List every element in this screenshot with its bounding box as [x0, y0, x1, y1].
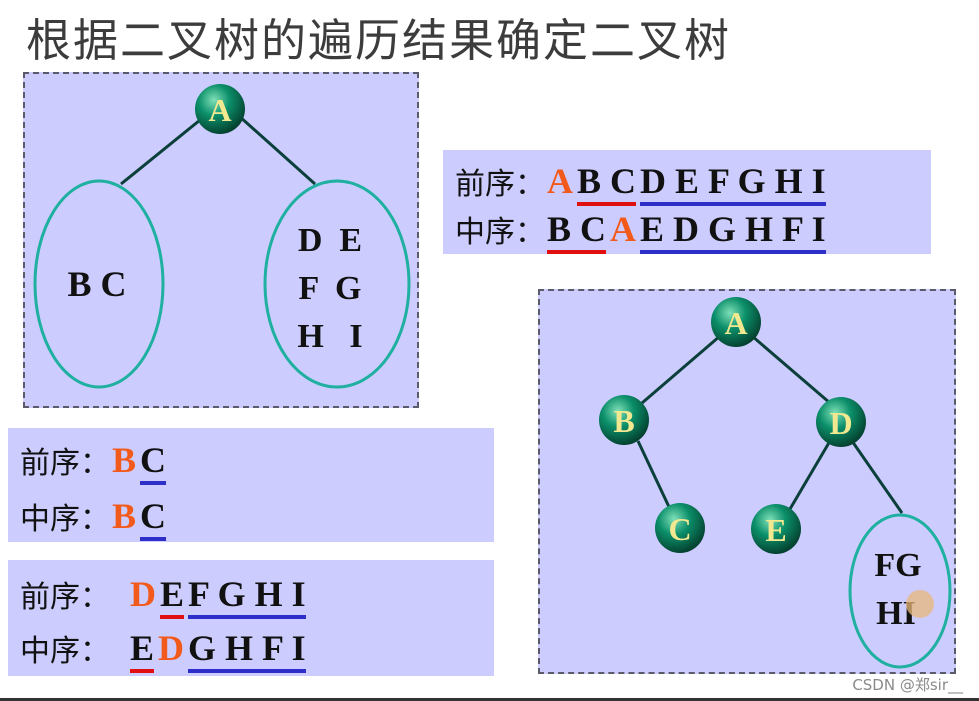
edge-d-e [788, 440, 832, 510]
d-inorder-right: G H F I [188, 628, 306, 673]
bc-inorder-label: 中序： [20, 502, 110, 537]
d-preorder-left: E [160, 574, 185, 619]
fghi-line-1: FG [874, 547, 921, 584]
edge-a-b [641, 334, 721, 405]
bc-preorder-row: 前序： B C [20, 438, 168, 485]
bottom-divider [0, 698, 979, 701]
right-tree-diagram: A B D C E FG HI [599, 297, 952, 669]
node-a-label: A [208, 92, 231, 128]
edge-a-d [751, 334, 831, 405]
bc-inorder-root: B [112, 496, 137, 536]
node-d-label: D [829, 405, 852, 441]
top-preorder-left: B C [577, 161, 637, 206]
d-inorder-left: E [130, 628, 155, 673]
node-c-circle [655, 503, 705, 553]
node-e-label: E [765, 512, 786, 548]
page-title: 根据二叉树的遍历结果确定二叉树 [26, 14, 732, 67]
top-preorder-sequence: A B C D E F G H I [545, 161, 828, 206]
right-tree-panel: A B D C E FG HI [538, 289, 956, 674]
bc-preorder-root: B [112, 440, 137, 480]
bc-inorder-row: 中序： B C [20, 494, 168, 541]
d-preorder-right: F G H I [188, 574, 306, 619]
edge-b-c [636, 440, 672, 510]
top-inorder-row: 中序： B C A E D G H F I [455, 207, 828, 254]
node-e-circle [751, 504, 801, 554]
d-sequences-panel: 前序： D E F G H I 中序： E D G H F I [8, 560, 494, 676]
right-subtree-line-2: F G [299, 270, 362, 307]
top-preorder-root: A [547, 161, 573, 201]
bc-preorder-label: 前序： [20, 446, 110, 481]
d-inorder-label: 中序： [20, 634, 110, 669]
left-subtree-ellipse [33, 179, 165, 389]
top-inorder-sequence: B C A E D G H F I [545, 209, 828, 254]
bc-preorder-sequence: B C [110, 440, 168, 485]
left-subtree-label: B C [67, 264, 126, 304]
top-inorder-left: B C [547, 209, 607, 254]
bc-preorder-right: C [140, 440, 167, 485]
bc-inorder-right: C [140, 496, 167, 541]
edge-a-left [120, 114, 206, 186]
d-preorder-root: D [130, 574, 156, 614]
left-tree-diagram: A B C D E F G H I [33, 84, 411, 389]
d-inorder-sequence: E D G H F I [128, 628, 308, 673]
top-preorder-right: D E F G H I [640, 161, 826, 206]
right-subtree-line-3: H I [297, 318, 362, 355]
node-a-circle [711, 297, 761, 347]
bc-sequences-panel: 前序： B C 中序： B C [8, 428, 494, 542]
node-d-circle [816, 397, 866, 447]
left-tree-panel: A B C D E F G H I [23, 72, 419, 408]
d-preorder-sequence: D E F G H I [128, 574, 308, 619]
node-b-label: B [613, 403, 634, 439]
top-sequences-panel: 前序： A B C D E F G H I 中序： B C A E D G H … [443, 150, 931, 254]
watermark: CSDN @郑sir__ [852, 676, 963, 694]
bc-inorder-sequence: B C [110, 496, 168, 541]
node-c-label: C [668, 511, 691, 547]
edge-d-fghi [850, 440, 904, 514]
top-preorder-row: 前序： A B C D E F G H I [455, 159, 828, 206]
node-b-circle [599, 395, 649, 445]
top-inorder-right: E D G H F I [640, 209, 826, 254]
edge-a-right [237, 114, 317, 186]
top-inorder-root: A [610, 209, 637, 249]
d-preorder-label: 前序： [20, 580, 110, 615]
d-inorder-row: 中序： E D G H F I [20, 626, 308, 673]
node-a-label: A [724, 305, 747, 341]
node-a-circle [195, 84, 245, 134]
d-preorder-row: 前序： D E F G H I [20, 572, 308, 619]
right-subtree-ellipse [263, 179, 411, 389]
right-subtree-line-1: D E [298, 222, 362, 259]
fghi-subtree-ellipse [848, 513, 952, 669]
cursor-highlight-icon [906, 590, 934, 618]
top-inorder-label: 中序： [455, 215, 545, 250]
top-preorder-label: 前序： [455, 167, 545, 202]
d-inorder-root: D [158, 628, 185, 668]
